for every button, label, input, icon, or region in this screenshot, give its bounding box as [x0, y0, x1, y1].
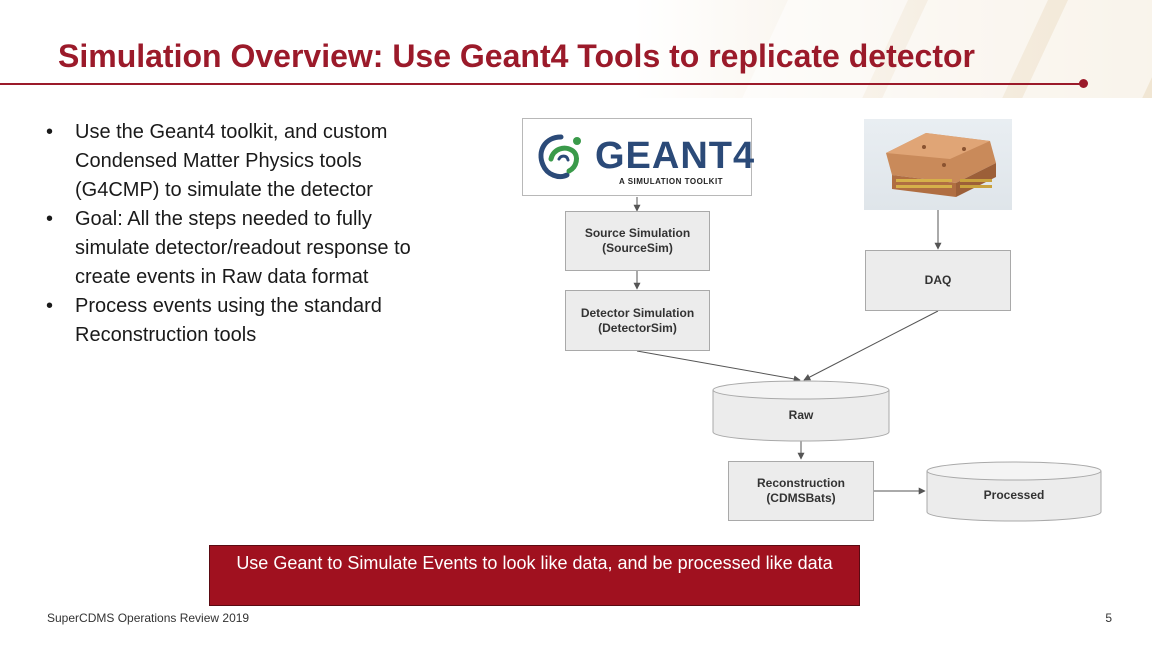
title-underline [0, 83, 1084, 85]
processed-label: Processed [983, 488, 1045, 502]
title-band [0, 0, 1152, 98]
reconstruction-node: Reconstruction (CDMSBats) [728, 461, 874, 521]
summary-banner: Use Geant to Simulate Events to look lik… [209, 545, 860, 606]
geant4-tagline: A SIMULATION TOOLKIT [619, 177, 724, 186]
page-number: 5 [1105, 611, 1112, 625]
geant4-wordmark: GEANT4 [595, 135, 756, 177]
raw-data-store: Raw [712, 380, 890, 442]
bullet-item: Process events using the standard Recons… [44, 292, 424, 350]
bullet-item: Use the Geant4 toolkit, and custom Conde… [44, 118, 424, 205]
detector-simulation-sublabel: (DetectorSim) [598, 320, 677, 335]
reconstruction-sublabel: (CDMSBats) [766, 491, 836, 505]
slide-title: Simulation Overview: Use Geant4 Tools to… [58, 38, 975, 74]
processed-data-store: Processed [926, 461, 1102, 522]
bullet-list: Use the Geant4 toolkit, and custom Conde… [44, 118, 424, 350]
detector-simulation-label: Detector Simulation [580, 305, 695, 320]
source-simulation-sublabel: (SourceSim) [602, 241, 673, 255]
detector-tower-icon [886, 133, 996, 197]
source-simulation-node: Source Simulation (SourceSim) [565, 211, 710, 271]
arrow-daq-to-raw [803, 310, 939, 381]
geant4-logo: GEANT4 A SIMULATION TOOLKIT [522, 118, 756, 196]
source-simulation-label: Source Simulation [584, 226, 691, 240]
daq-label: DAQ [924, 273, 952, 287]
cylinder-shape [926, 461, 1102, 522]
detector-hardware-image [864, 119, 1012, 210]
bullet-item: Goal: All the steps needed to fully simu… [44, 205, 424, 292]
arrow-detector-to-raw [636, 350, 801, 383]
footer-text: SuperCDMS Operations Review 2019 [47, 611, 250, 625]
title-underline-dot [1079, 79, 1088, 88]
detector-simulation-node: Detector Simulation (DetectorSim) [565, 290, 710, 351]
raw-label: Raw [788, 408, 814, 422]
daq-node: DAQ [865, 250, 1011, 311]
reconstruction-label: Reconstruction [756, 476, 845, 490]
geant4-swirl-icon [538, 134, 581, 180]
cylinder-shape [712, 380, 890, 442]
